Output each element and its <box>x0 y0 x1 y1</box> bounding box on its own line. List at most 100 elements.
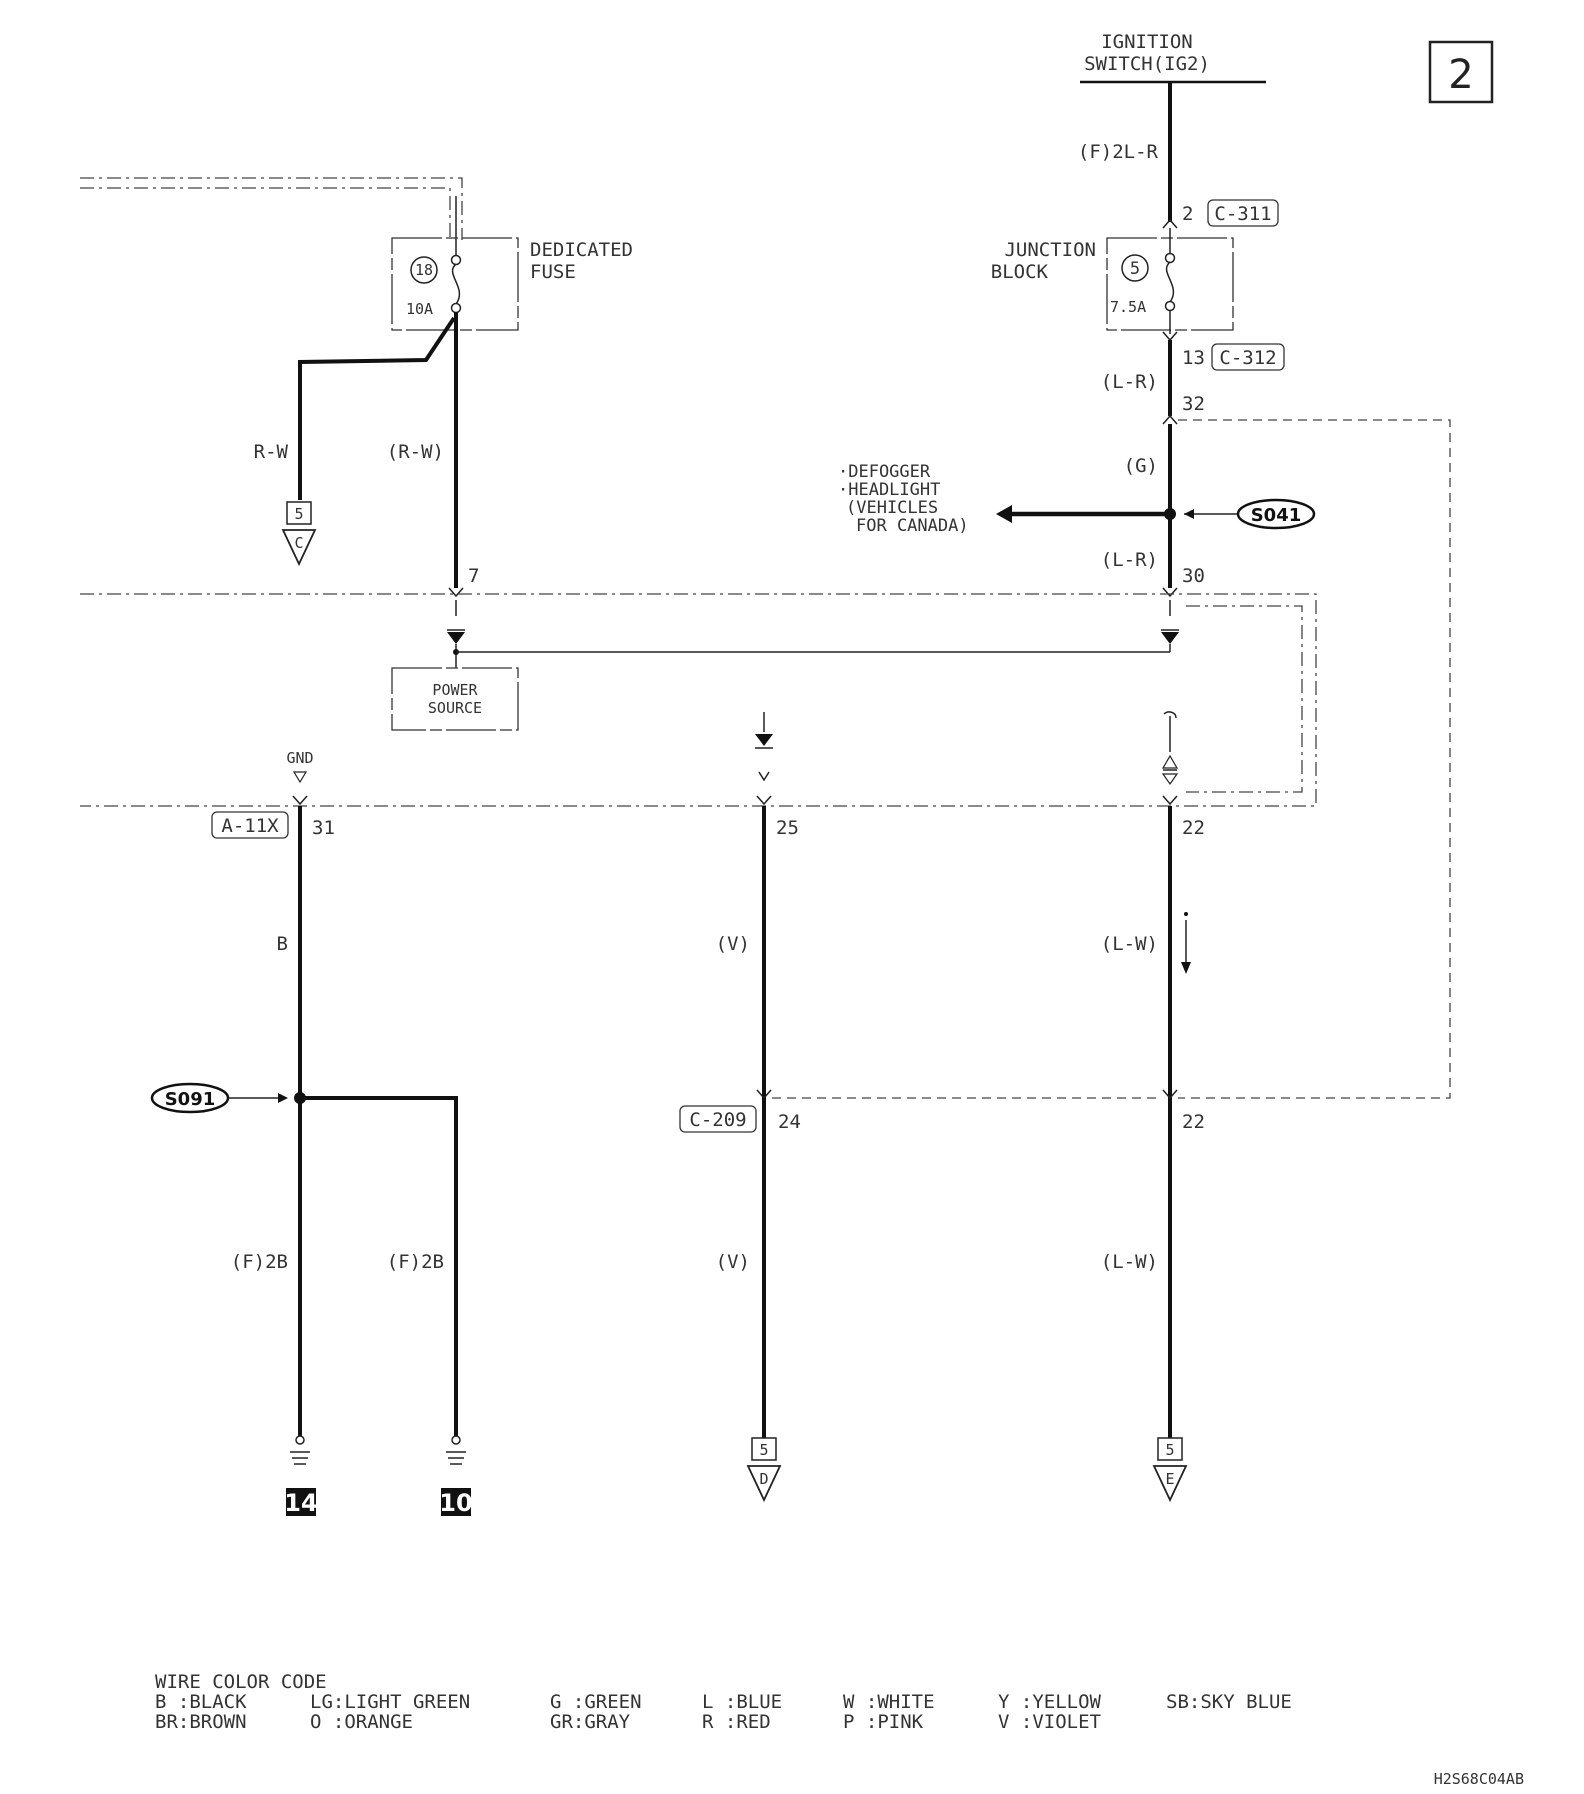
dedicated-fuse-label-2: FUSE <box>530 261 576 283</box>
wire-label-b: B <box>277 933 288 955</box>
connector-a11x-frame <box>211 811 289 839</box>
ignition-switch-label-2: SWITCH(IG2) <box>1084 53 1210 75</box>
figure-id: H2S68C04AB <box>1434 1770 1524 1788</box>
internal-switch-right <box>1163 711 1177 752</box>
ignition-switch-label-1: IGNITION <box>1101 31 1193 53</box>
legend-row1-item3: G :GREEN <box>550 1691 642 1713</box>
signal-direction-arrow <box>1181 962 1191 974</box>
dedicated-fuse-rating: 10A <box>406 300 433 318</box>
connector-mark-22-top <box>1162 795 1178 806</box>
connector-mark-7 <box>448 587 464 598</box>
connector-c209-frame <box>679 1105 757 1133</box>
wire-ground-branch <box>300 1096 458 1436</box>
ecu-frame <box>80 593 1317 807</box>
wire-label-rw-left: R-W <box>254 441 289 463</box>
legend-row2-item5: P :PINK <box>843 1711 924 1733</box>
offpage-mid-letter: D <box>759 1470 768 1488</box>
connector-mark-30 <box>1162 587 1178 598</box>
splice-s091-arrow <box>278 1093 288 1103</box>
pin-22-bottom: 22 <box>1182 1111 1205 1133</box>
wire-color-code-legend: WIRE COLOR CODE B :BLACK LG:LIGHT GREEN … <box>155 1671 1292 1733</box>
wire-label-ig2: (F)2L-R <box>1078 141 1159 163</box>
pin-31: 31 <box>312 817 335 839</box>
ground-left-terminal <box>295 1435 305 1445</box>
legend-title: WIRE COLOR CODE <box>155 1671 327 1693</box>
branch-note-3: (VEHICLES <box>846 498 938 518</box>
connector-c312-frame <box>1211 343 1285 371</box>
pin-32: 32 <box>1182 393 1205 415</box>
power-source-box <box>391 667 519 731</box>
internal-diode-right <box>1161 632 1179 644</box>
offpage-left-page: 5 <box>294 505 303 523</box>
internal-diode-left <box>447 632 465 644</box>
branch-note-1: ·DEFOGGER <box>838 462 931 482</box>
connector-c312: C-312 <box>1219 347 1276 369</box>
offpage-right-triangle <box>1152 1465 1188 1503</box>
legend-row2-item3: GR:GRAY <box>550 1711 631 1733</box>
wire-rw-left <box>298 316 456 500</box>
ground-left-badge <box>286 1488 316 1516</box>
fuse-terminal-top-jb <box>1164 252 1176 264</box>
splice-s041-oval <box>1236 498 1316 530</box>
connector-c311-frame <box>1207 199 1279 227</box>
wire-label-lw-bottom: (L-W) <box>1101 1251 1158 1273</box>
branch-note-4: FOR CANADA) <box>856 516 969 536</box>
branch-note-2: ·HEADLIGHT <box>838 480 940 500</box>
internal-term-right <box>1161 773 1179 786</box>
wire-label-g: (G) <box>1124 455 1158 477</box>
connector-mark-25 <box>756 795 772 806</box>
offpage-left-page-box <box>286 501 312 525</box>
ground-left-number: 14 <box>284 1489 317 1517</box>
branch-arrow <box>996 505 1012 523</box>
power-source-label-2: SOURCE <box>428 699 482 717</box>
junction-block-label-1: JUNCTION <box>1004 239 1096 261</box>
offpage-mid-page-box <box>751 1437 777 1461</box>
connector-mark-22-bottom <box>1162 1089 1178 1100</box>
legend-row1-item7: SB:SKY BLUE <box>1166 1691 1292 1713</box>
internal-term-mid <box>758 771 770 782</box>
legend-row1-item5: W :WHITE <box>843 1691 935 1713</box>
splice-s091: S091 <box>165 1089 216 1110</box>
pin-7: 7 <box>468 565 479 587</box>
connector-mark-31 <box>292 795 308 806</box>
wire-label-lw-top: (L-W) <box>1101 933 1158 955</box>
offpage-left-letter: C <box>294 534 303 552</box>
dedicated-fuse-number-circle <box>410 256 438 284</box>
connector-dashed-outline <box>1178 419 1451 1099</box>
offpage-right-letter: E <box>1165 1470 1174 1488</box>
wire-label-lr-lower: (L-R) <box>1101 549 1158 571</box>
legend-row1-item4: L :BLUE <box>702 1691 782 1713</box>
fuse-terminal-bottom-dedicated <box>450 302 462 314</box>
pin-13: 13 <box>1182 347 1205 369</box>
wire-label-v-bottom: (V) <box>716 1251 750 1273</box>
splice-s041-arrow <box>1184 509 1194 519</box>
dedicated-fuse-label-1: DEDICATED <box>530 239 633 261</box>
splice-s041: S041 <box>1251 505 1302 526</box>
wire-label-rw-right: (R-W) <box>387 441 444 463</box>
offpage-mid-page: 5 <box>759 1441 768 1459</box>
offpage-left-triangle <box>281 529 317 567</box>
wire-label-lr-upper: (L-R) <box>1101 371 1158 393</box>
legend-row1-item6: Y :YELLOW <box>998 1691 1102 1713</box>
junction-fuse-number: 5 <box>1130 259 1140 279</box>
legend-row1-item2: LG:LIGHT GREEN <box>310 1691 470 1713</box>
internal-arrow-mid <box>755 734 773 746</box>
connector-c209: C-209 <box>689 1109 746 1131</box>
wire-label-v-top: (V) <box>716 933 750 955</box>
power-source-label-1: POWER <box>432 681 478 699</box>
legend-row2-item1: BR:BROWN <box>155 1711 247 1733</box>
ground-right-terminal <box>451 1435 461 1445</box>
junction-fuse-rating: 7.5A <box>1110 298 1146 316</box>
ground-right-badge <box>441 1488 471 1516</box>
fuse-terminal-bottom-jb <box>1164 300 1176 312</box>
connector-mark-c311 <box>1162 218 1178 229</box>
wire-label-ground-left: (F)2B <box>231 1251 288 1273</box>
pin-24: 24 <box>778 1111 801 1133</box>
page-number: 2 <box>1448 52 1473 98</box>
fuse-element-jb <box>1165 261 1175 303</box>
pin-22-top: 22 <box>1182 817 1205 839</box>
harness-top-left-inner <box>80 187 451 240</box>
connector-c311: C-311 <box>1214 203 1271 225</box>
fuse-element-dedicated <box>451 263 461 305</box>
